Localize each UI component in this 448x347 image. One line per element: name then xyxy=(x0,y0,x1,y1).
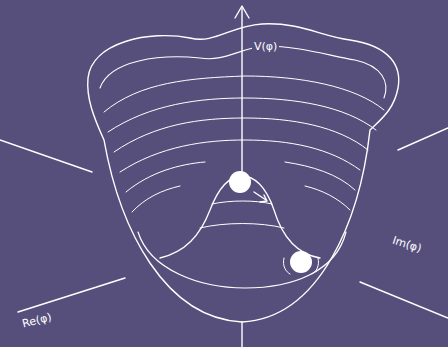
trough-line xyxy=(138,232,346,288)
axis-label: V(φ) xyxy=(252,40,279,53)
axis-line xyxy=(0,140,92,172)
contour-line xyxy=(132,186,180,212)
contour-line xyxy=(114,118,368,152)
ball xyxy=(290,251,312,273)
axis-label: Re(φ) xyxy=(19,310,55,331)
axis-line xyxy=(360,282,448,318)
contour-line xyxy=(126,162,205,192)
axis-line xyxy=(398,128,448,150)
axis-line xyxy=(241,322,242,347)
contour-line xyxy=(200,224,284,229)
contour-line xyxy=(104,76,384,112)
contour-line xyxy=(305,186,350,210)
axis-label: Im(φ) xyxy=(389,233,425,256)
ball xyxy=(229,171,251,193)
contour-line xyxy=(285,162,355,190)
bowl-outline xyxy=(88,24,399,322)
axis-line xyxy=(241,8,242,172)
axis-arrowhead xyxy=(235,6,249,18)
oscillation-arrow xyxy=(312,258,319,274)
oscillation-arrow xyxy=(283,258,290,274)
contour-line xyxy=(120,140,360,172)
axis-line xyxy=(18,278,125,312)
motion-arrow xyxy=(260,195,267,202)
